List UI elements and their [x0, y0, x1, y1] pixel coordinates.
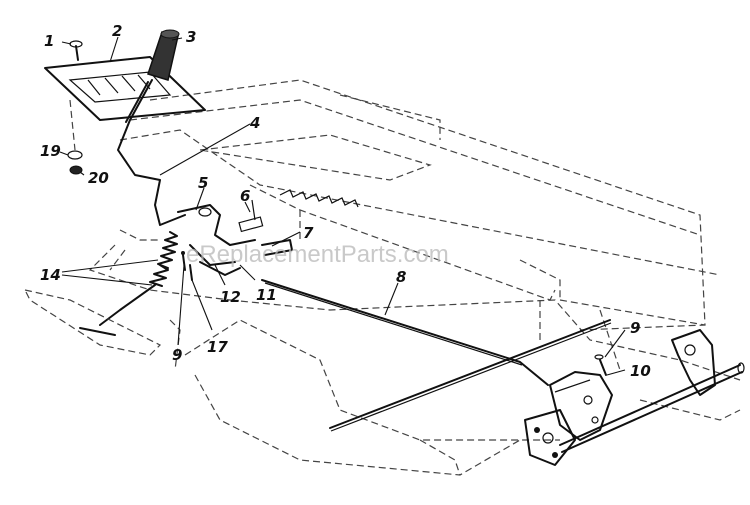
- callout-9-lower: 9: [172, 346, 182, 364]
- watermark: eReplacementParts.com: [186, 241, 449, 268]
- callout-17: 17: [207, 338, 228, 356]
- spring-lower: [149, 264, 169, 287]
- callout-2: 2: [112, 22, 122, 40]
- callout-14: 14: [40, 266, 61, 284]
- cotter-pin-upper: [594, 354, 607, 376]
- clip: [189, 264, 193, 281]
- callout-20: 20: [88, 169, 109, 187]
- frame-outline: [88, 79, 741, 476]
- shaft-arm: [671, 329, 716, 396]
- callout-1: 1: [44, 32, 54, 50]
- spring-upper: [157, 231, 178, 269]
- pivot-bracket: [177, 204, 256, 266]
- callout-4: 4: [249, 114, 260, 132]
- leader-lines: [59, 36, 626, 376]
- callout-11: 11: [256, 286, 277, 304]
- pin: [238, 199, 264, 233]
- washer: [67, 150, 83, 160]
- bell-crank: [549, 371, 613, 441]
- cotter-pin-lower: [181, 251, 186, 271]
- notched-rail: [279, 189, 359, 208]
- shift-plate: [44, 56, 206, 121]
- callout-3: 3: [186, 28, 196, 46]
- mount-plate: [524, 409, 576, 466]
- callout-labels: 1 2 3 4 5 6 7 8 9 10 11 12 14 17 9 19 20: [40, 22, 651, 380]
- shaft: [559, 362, 745, 453]
- callout-5: 5: [198, 174, 208, 192]
- screw: [69, 40, 83, 61]
- hex-nut: [69, 165, 83, 175]
- callout-10: 10: [630, 362, 651, 380]
- control-rod: [261, 279, 549, 386]
- callout-6: 6: [240, 187, 250, 205]
- clevis: [261, 239, 293, 256]
- shift-knob: [147, 29, 180, 81]
- link-arm: [199, 261, 241, 276]
- callout-12: 12: [220, 288, 241, 306]
- cross-rod: [329, 319, 612, 432]
- callout-7: 7: [303, 224, 314, 242]
- pedal-link: [23, 284, 162, 356]
- callout-19: 19: [40, 142, 61, 160]
- callout-8: 8: [396, 268, 406, 286]
- callout-9-upper: 9: [630, 319, 640, 337]
- shift-lever: [117, 79, 186, 226]
